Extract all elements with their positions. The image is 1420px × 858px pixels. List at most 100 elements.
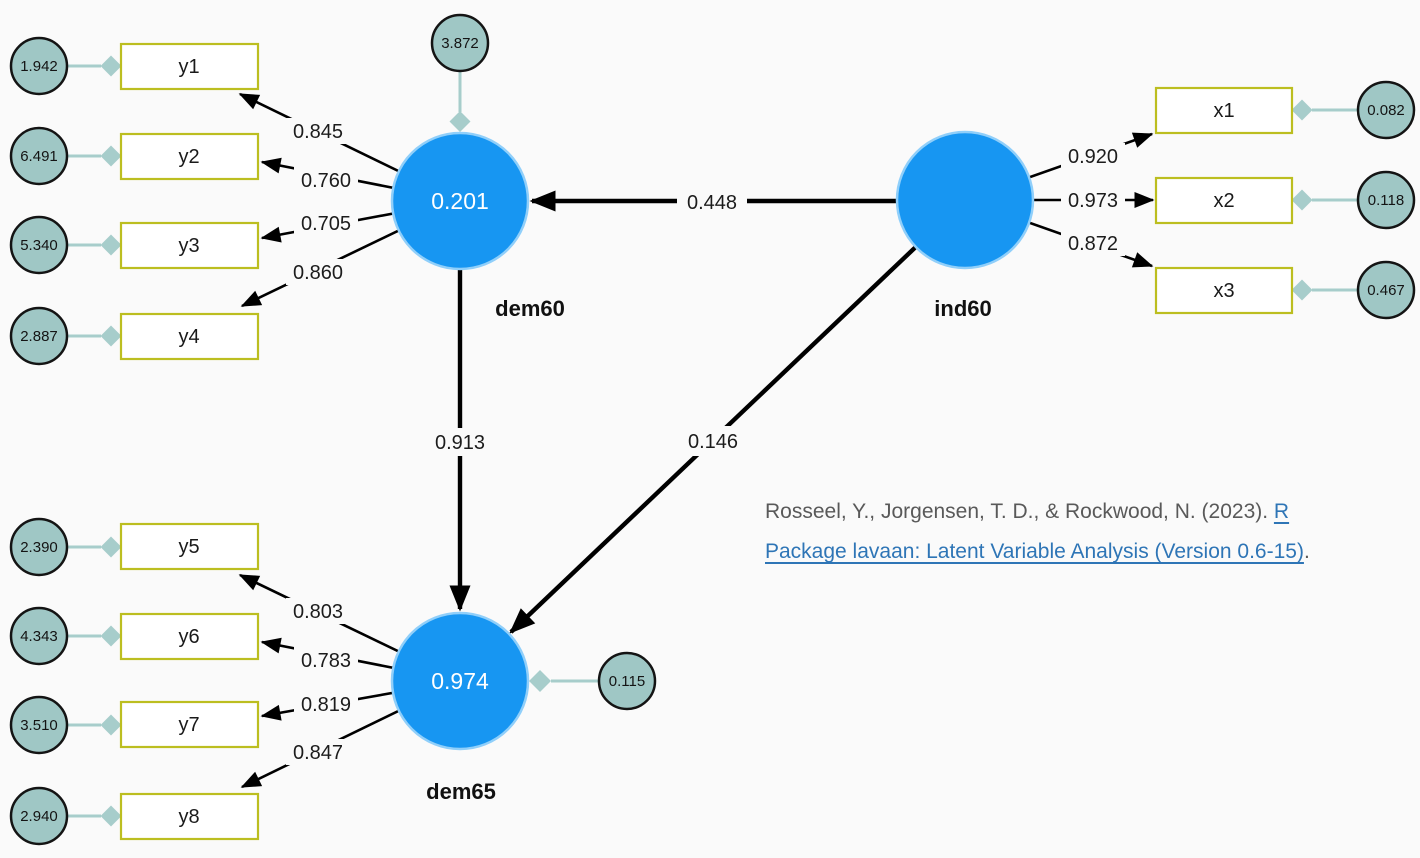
label-bg	[1061, 230, 1125, 256]
latent-ind60-label: ind60	[934, 296, 991, 321]
loading-ind60-x2: 0.973	[1068, 190, 1118, 212]
error-diamond-x1	[1291, 99, 1313, 121]
citation-line-1: Rosseel, Y., Jorgensen, T. D., & Rockwoo…	[765, 492, 1405, 532]
residual-dem65-value: 0.115	[609, 673, 645, 690]
error-x2-circle	[1356, 170, 1416, 230]
loading-dem65-y5: 0.803	[293, 601, 343, 623]
manifest-nodes	[119, 42, 1294, 841]
error-diamond-y3	[100, 234, 122, 256]
citation-prefix: Rosseel, Y., Jorgensen, T. D., & Rockwoo…	[765, 500, 1274, 523]
error-diamond-y8	[100, 805, 122, 827]
manifest-y7-label: y7	[178, 714, 199, 736]
manifest-y1-label: y1	[178, 56, 199, 78]
latent-dem65	[390, 611, 530, 751]
citation-link-part2[interactable]: Package lavaan: Latent Variable Analysis…	[765, 540, 1304, 563]
label-bg	[1061, 187, 1125, 213]
manifest-y6	[119, 612, 260, 661]
error-y2-value: 6.491	[20, 148, 58, 165]
variance-dem60-circle	[430, 13, 490, 73]
citation: Rosseel, Y., Jorgensen, T. D., & Rockwoo…	[765, 492, 1405, 572]
manifest-y8	[119, 792, 260, 841]
manifest-y2-label: y2	[178, 146, 199, 168]
path-ind60-dem65: 0.146	[688, 431, 738, 453]
manifest-y1	[119, 42, 260, 91]
error-y6-circle	[9, 606, 69, 666]
latent-dem65-label: dem65	[426, 779, 496, 804]
loading-dem65-y6: 0.783	[301, 650, 351, 672]
error-x1-value: 0.082	[1367, 102, 1405, 119]
error-y2-circle	[9, 126, 69, 186]
residual-dem65-circle	[597, 651, 657, 711]
manifest-y3-label: y3	[178, 235, 199, 257]
latent-dem65-value: 0.974	[431, 668, 489, 694]
error-y1-circle	[9, 36, 69, 96]
latent-nodes	[390, 130, 1035, 751]
label-bg	[294, 210, 358, 236]
manifest-y2	[119, 132, 260, 181]
label-bg	[294, 691, 358, 717]
error-y3-value: 5.340	[20, 237, 58, 254]
label-bg	[286, 598, 350, 624]
path-dem60-dem65: 0.913	[435, 432, 485, 454]
manifest-x1	[1154, 86, 1294, 135]
error-diamond-y7	[100, 714, 122, 736]
label-bg	[1061, 143, 1125, 169]
loading-dem60-y3: 0.705	[301, 213, 351, 235]
latent-dem60-value: 0.201	[431, 188, 489, 214]
edge-ind60-dem65	[509, 200, 965, 634]
label-bg	[286, 739, 350, 765]
manifest-x3-label: x3	[1213, 280, 1234, 302]
manifest-y7	[119, 700, 260, 749]
label-bg	[286, 259, 350, 285]
manifest-y4-label: y4	[178, 326, 199, 348]
manifest-y5-label: y5	[178, 536, 199, 558]
error-x3-value: 0.467	[1367, 282, 1405, 299]
loading-dem65-y8: 0.847	[293, 742, 343, 764]
error-y4-value: 2.887	[20, 328, 58, 345]
latent-dem60-label: dem60	[495, 296, 565, 321]
citation-line-2: Package lavaan: Latent Variable Analysis…	[765, 532, 1405, 572]
error-diamond-y4	[100, 325, 122, 347]
error-diamond-x3	[1291, 279, 1313, 301]
error-y8-value: 2.940	[20, 808, 58, 825]
error-y3-circle	[9, 215, 69, 275]
error-x2-value: 0.118	[1368, 192, 1404, 209]
error-y5-circle	[9, 517, 69, 577]
error-y4-circle	[9, 306, 69, 366]
label-bg	[294, 647, 358, 673]
manifest-y6-label: y6	[178, 626, 199, 648]
label-bg	[680, 426, 746, 456]
error-diamond-x2	[1291, 189, 1313, 211]
error-x3-circle	[1356, 260, 1416, 320]
manifest-labels: y1 y2 y3 y4 y5 y6 y7 y8 x1 x2 x3	[178, 56, 1234, 828]
error-y8-circle	[9, 786, 69, 846]
manifest-x3	[1154, 266, 1294, 315]
loading-ind60-x3: 0.872	[1068, 233, 1118, 255]
citation-link-part1[interactable]: R	[1273, 500, 1290, 523]
variance-diamond-dem60	[449, 111, 471, 132]
error-values: 1.942 6.491 5.340 2.887 2.390 4.343 3.51…	[20, 35, 1405, 825]
error-y1-value: 1.942	[20, 58, 58, 75]
manifest-y5	[119, 522, 260, 571]
manifest-y3	[119, 221, 260, 270]
loading-dem65-y7: 0.819	[301, 694, 351, 716]
label-bg	[677, 188, 747, 215]
manifest-y4	[119, 312, 260, 361]
manifest-x1-label: x1	[1213, 100, 1234, 122]
variance-dem60-value: 3.872	[441, 35, 479, 52]
residual-diamond-dem65	[529, 670, 551, 692]
manifest-x2-label: x2	[1213, 190, 1234, 212]
label-bg	[286, 118, 350, 144]
latent-ind60	[895, 130, 1035, 270]
error-y6-value: 4.343	[20, 628, 58, 645]
label-bg	[427, 428, 493, 456]
label-bg	[294, 167, 358, 193]
path-ind60-dem60: 0.448	[687, 192, 737, 214]
citation-suffix: .	[1303, 540, 1310, 563]
edge-labels: 0.845 0.760 0.705 0.860 0.803 0.783 0.81…	[286, 118, 1125, 765]
loading-dem60-y4: 0.860	[293, 262, 343, 284]
latent-texts: 0.201 0.974 dem60 ind60 dem65	[426, 188, 992, 804]
error-diamond-y5	[100, 536, 122, 558]
manifest-y8-label: y8	[178, 806, 199, 828]
